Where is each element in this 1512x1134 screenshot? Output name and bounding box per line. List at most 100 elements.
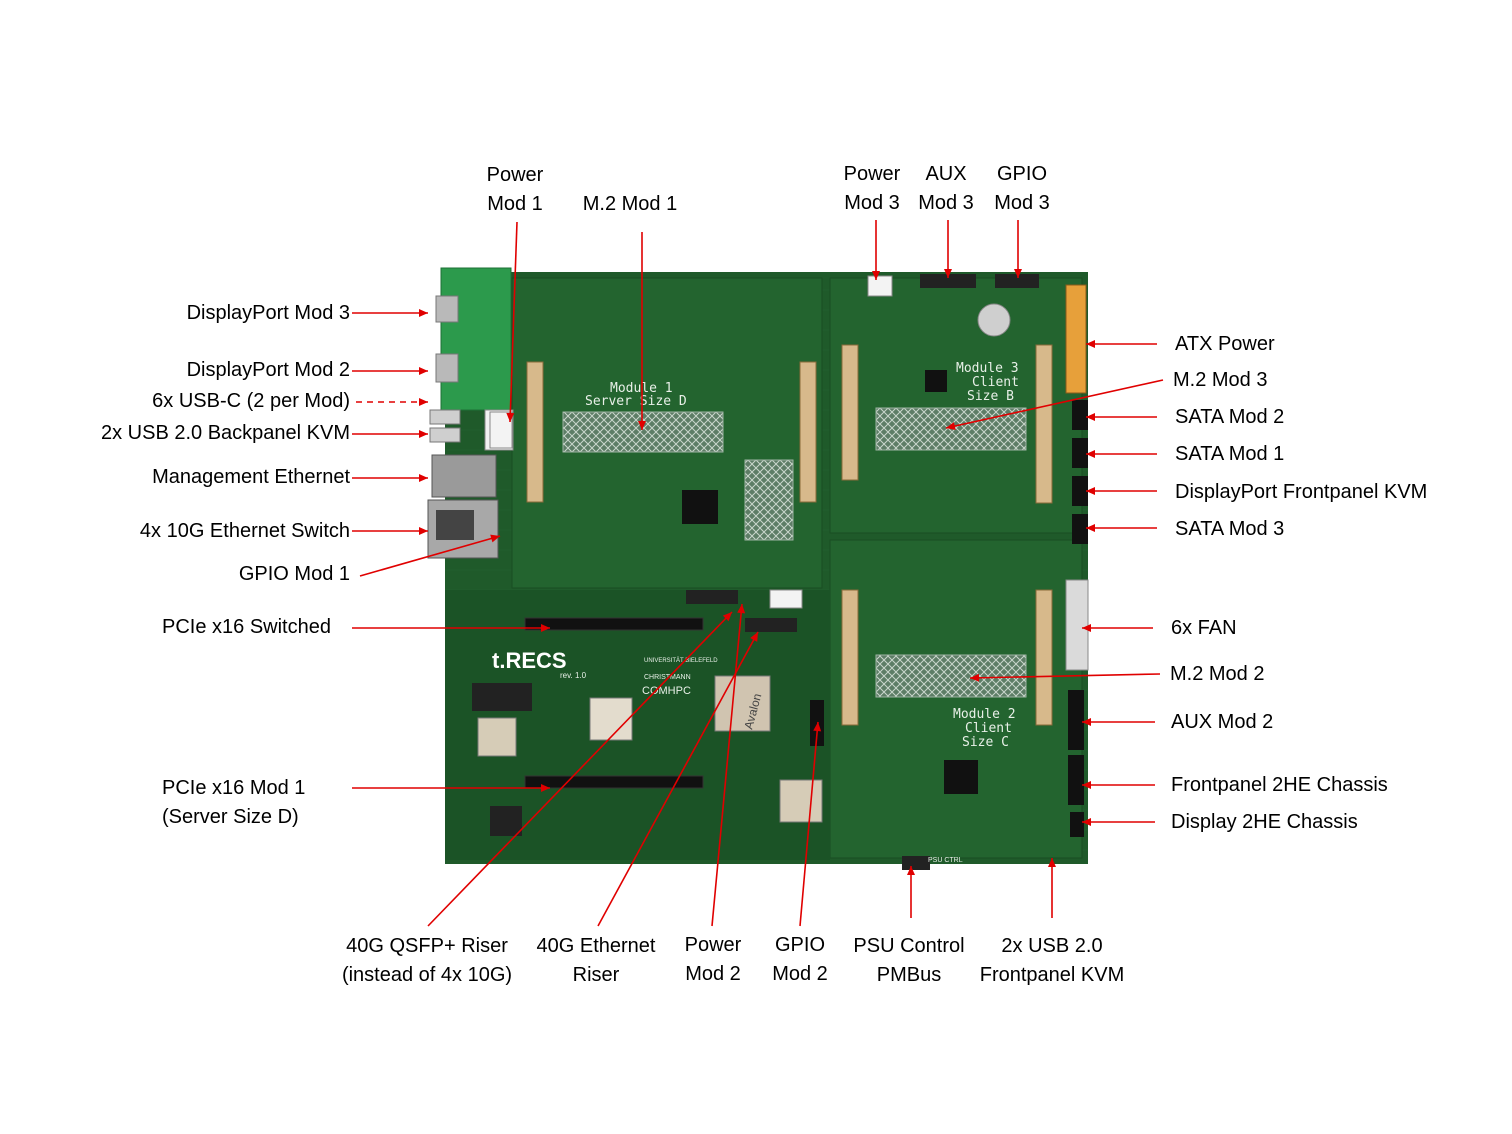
- arrow-gpio-mod2: [799, 721, 819, 927]
- label-aux-mod3-line2: Mod 3: [918, 192, 974, 214]
- label-aux-mod3-line1: AUX: [925, 163, 967, 185]
- arrowhead-usbc: [419, 398, 428, 406]
- label-m2-mod2: M.2 Mod 2: [1170, 663, 1265, 685]
- label-pcie-mod1: PCIe x16 Mod 1 (Server Size D): [162, 774, 305, 832]
- label-psu-control: PSU Control PMBus: [839, 932, 979, 990]
- label-power-mod2-line1: Power: [684, 934, 742, 956]
- callout-arrows: [352, 220, 1164, 927]
- label-pcie-switched: PCIe x16 Switched: [162, 616, 331, 638]
- pcie-switched-slot: [524, 617, 704, 631]
- label-psu-control-line2: PMBus: [876, 964, 942, 986]
- module2-silk-line3: Size C: [962, 735, 1009, 750]
- label-pcie-mod1-line1: PCIe x16 Mod 1: [162, 777, 306, 799]
- vendor-silk: CHRISTMANN: [644, 674, 691, 681]
- arrowhead-usb-frontpanel: [1048, 858, 1056, 867]
- arrowhead-power-mod2: [737, 604, 746, 614]
- m2-mod2-area: [875, 654, 1027, 698]
- label-atx-power: ATX Power: [1175, 333, 1275, 355]
- arrow-eth-riser: [597, 631, 759, 927]
- label-gpio-mod2-line1: GPIO: [774, 934, 825, 956]
- label-displayport-mod2: DisplayPort Mod 2: [186, 359, 350, 381]
- standard-silk: COMHPC: [642, 685, 691, 697]
- label-sata-mod3: SATA Mod 3: [1175, 518, 1285, 540]
- arrowhead-power-mod1: [506, 412, 515, 422]
- arrowhead-power-mod3: [872, 271, 880, 280]
- arrowhead-atx-power: [1086, 340, 1095, 348]
- label-power-mod3: Power Mod 3: [822, 160, 922, 218]
- label-gpio-mod1: GPIO Mod 1: [238, 563, 350, 585]
- module2-silk-line2: Client: [965, 721, 1012, 736]
- label-power-mod1-line2: Mod 1: [487, 193, 543, 215]
- label-sata-mod1: SATA Mod 1: [1175, 443, 1285, 465]
- label-sata-mod2: SATA Mod 2: [1175, 406, 1285, 428]
- arrow-m2-mod3: [945, 379, 1164, 429]
- module1-silk-line2: Server Size D: [585, 394, 687, 409]
- arrowhead-aux-mod3: [944, 269, 952, 278]
- label-dp-frontpanel: DisplayPort Frontpanel KVM: [1175, 481, 1428, 503]
- arrowhead-pcie-mod1: [541, 784, 550, 792]
- revision-silk: rev. 1.0: [560, 671, 587, 680]
- arrow-power-mod1: [509, 221, 518, 423]
- label-usbc: 6x USB-C (2 per Mod): [152, 390, 350, 412]
- atx-power-connector: [1065, 284, 1087, 394]
- arrowhead-gpio-mod1: [490, 534, 500, 543]
- label-power-mod2-line2: Mod 2: [685, 963, 741, 985]
- university-silk: UNIVERSITÄT BIELEFELD: [644, 657, 718, 664]
- label-gpio-mod3-line1: GPIO: [996, 163, 1047, 185]
- label-m2-mod1: M.2 Mod 1: [582, 193, 678, 215]
- arrowhead-qsfp-riser: [722, 612, 732, 622]
- arrowhead-display-2he: [1082, 818, 1091, 826]
- label-eth-switch: 4x 10G Ethernet Switch: [139, 520, 350, 542]
- module3-silk-line1: Module 3: [956, 361, 1019, 376]
- label-gpio-mod3: GPIO Mod 3: [972, 160, 1072, 218]
- psu-silk: PSU CTRL: [928, 857, 963, 864]
- label-qsfp-riser-line1: 40G QSFP+ Riser: [346, 935, 508, 957]
- arrowhead-displayport-mod2: [419, 367, 428, 375]
- label-gpio-mod2-line2: Mod 2: [772, 963, 828, 985]
- label-eth-riser: 40G Ethernet Riser: [526, 932, 666, 990]
- arrowhead-aux-mod2: [1082, 718, 1091, 726]
- label-aux-mod2: AUX Mod 2: [1171, 711, 1274, 733]
- label-pcie-mod1-line2: (Server Size D): [162, 806, 299, 828]
- arrowhead-m2-mod1: [638, 421, 646, 430]
- m2-mod1-area: [562, 411, 724, 453]
- label-power-mod1: Power Mod 1: [465, 161, 565, 219]
- arrow-power-mod2: [711, 603, 743, 927]
- arrowhead-m2-mod3: [946, 422, 956, 430]
- arrowhead-frontpanel-2he: [1082, 781, 1091, 789]
- label-usb-frontpanel-line2: Frontpanel KVM: [979, 964, 1125, 986]
- label-m2-mod3: M.2 Mod 3: [1173, 369, 1268, 391]
- module2-silk-line1: Module 2: [953, 707, 1016, 722]
- label-gpio-mod2: GPIO Mod 2: [750, 931, 850, 989]
- label-usb-frontpanel-line1: 2x USB 2.0: [1001, 935, 1103, 957]
- arrow-m2-mod2: [969, 673, 1161, 679]
- label-displayport-mod3: DisplayPort Mod 3: [186, 302, 350, 324]
- label-power-mod1-line1: Power: [486, 164, 544, 186]
- arrow-gpio-mod1: [359, 535, 501, 577]
- module3-silk-line2: Client: [972, 375, 1019, 390]
- arrowhead-displayport-mod3: [419, 309, 428, 317]
- mgmt-ethernet-jack: [431, 454, 497, 498]
- label-usb-frontpanel: 2x USB 2.0 Frontpanel KVM: [962, 932, 1142, 990]
- label-eth-riser-line1: 40G Ethernet: [536, 935, 656, 957]
- label-usb-backpanel: 2x USB 2.0 Backpanel KVM: [100, 422, 350, 444]
- label-qsfp-riser-line2: (instead of 4x 10G): [341, 964, 513, 986]
- arrowhead-psu-control: [907, 866, 915, 875]
- label-gpio-mod3-line2: Mod 3: [994, 192, 1050, 214]
- label-power-mod3-line1: Power: [843, 163, 901, 185]
- arrow-qsfp-riser: [427, 611, 733, 927]
- arrowhead-eth-riser: [750, 632, 758, 642]
- label-qsfp-riser: 40G QSFP+ Riser (instead of 4x 10G): [327, 932, 527, 990]
- arrowhead-gpio-mod3: [1014, 269, 1022, 278]
- label-frontpanel-2he: Frontpanel 2HE Chassis: [1171, 774, 1388, 796]
- arrowhead-sata-mod1: [1086, 450, 1095, 458]
- label-psu-control-line1: PSU Control: [853, 935, 965, 957]
- label-display-2he: Display 2HE Chassis: [1171, 811, 1358, 833]
- label-mgmt-ethernet: Management Ethernet: [152, 466, 350, 488]
- label-fan: 6x FAN: [1171, 617, 1237, 639]
- arrowhead-pcie-switched: [541, 624, 550, 632]
- brand-silk: t.RECS: [492, 648, 567, 673]
- arrowhead-m2-mod2: [970, 673, 980, 682]
